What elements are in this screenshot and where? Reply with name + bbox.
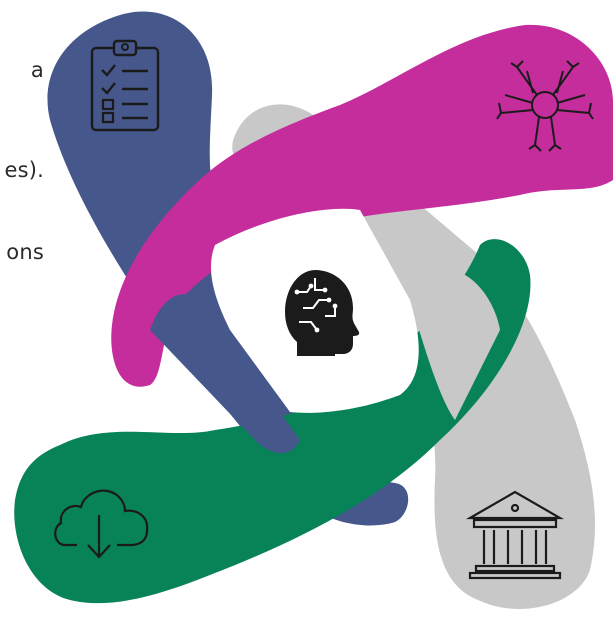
gray-band-over [410, 269, 500, 420]
cloud-download-icon [54, 489, 149, 559]
text-fragment-2: es). [4, 158, 44, 182]
clipboard-checklist-icon [90, 39, 160, 132]
magenta-band [111, 24, 613, 387]
text-fragment-3: ons [6, 240, 44, 264]
ai-brain-head-icon [285, 270, 360, 356]
text-fragment-1: a [30, 58, 44, 82]
institution-building-icon [465, 490, 565, 580]
navy-band-over [150, 294, 300, 454]
teamwork-hands-icon [496, 60, 594, 152]
